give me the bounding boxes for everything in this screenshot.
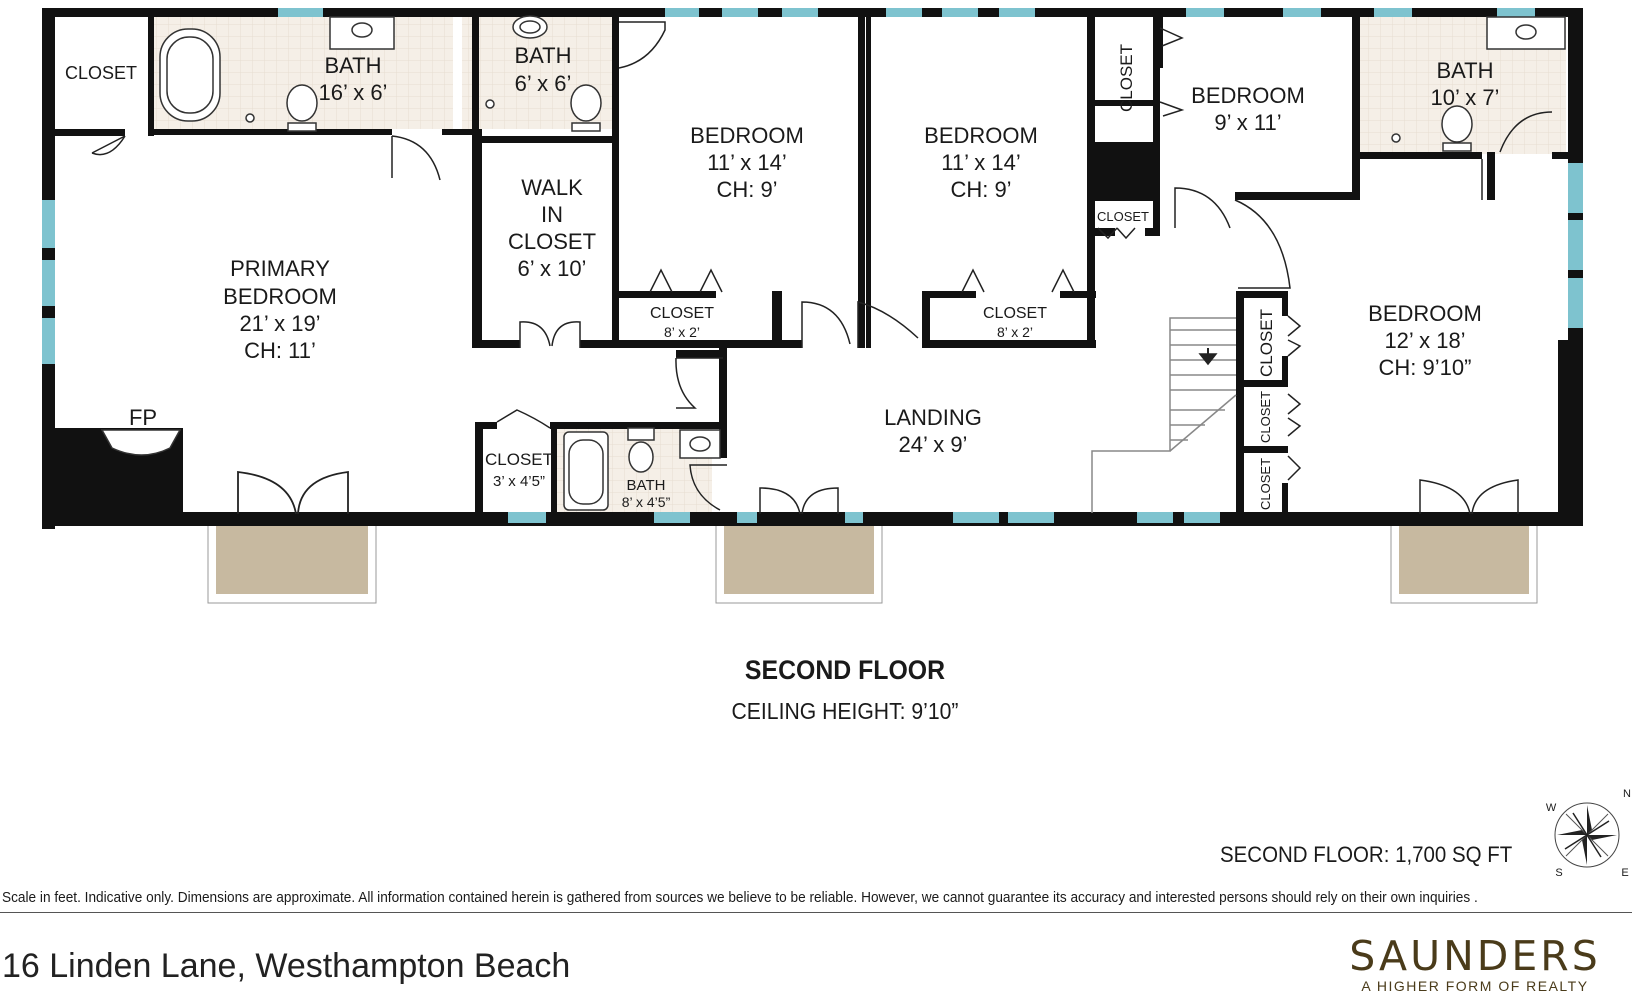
windows: [42, 8, 1583, 523]
toilet-icon: [287, 122, 317, 132]
label-primary-size: 21’ x 19’: [239, 311, 320, 336]
floor-title: SECOND FLOOR: [744, 655, 946, 685]
divider: [0, 912, 1632, 913]
label-bedroom-2-ch: CH: 9’: [716, 177, 777, 202]
label-closet-stair-2: CLOSET: [1258, 391, 1273, 443]
fireplace-opening: [100, 429, 182, 456]
toilet-icon: [628, 441, 654, 473]
label-closet-bed2-size: 8’ x 2’: [664, 324, 700, 340]
label-bath-east: BATH: [1436, 58, 1493, 83]
label-walk-in-3: CLOSET: [508, 229, 596, 254]
property-address: 16 Linden Lane, Westhampton Beach: [2, 947, 571, 985]
label-bath-east-size: 10’ x 7’: [1431, 85, 1500, 110]
label-primary-2: BEDROOM: [223, 284, 337, 309]
label-primary-1: PRIMARY: [230, 256, 330, 281]
brand-tagline: A HIGHER FORM OF REALTY: [1361, 978, 1589, 994]
label-bedroom-2-size: 11’ x 14’: [707, 150, 787, 175]
label-landing-size: 24’ x 9’: [899, 432, 968, 457]
label-bath-hall-size: 6’ x 6’: [515, 71, 572, 96]
label-bath-hall: BATH: [514, 43, 571, 68]
label-bath-primary: BATH: [324, 53, 381, 78]
ceiling-height-note: CEILING HEIGHT: 9’10”: [731, 698, 959, 724]
floor-plan: CLOSET BATH 16’ x 6’ BATH 6’ x 6’ WALK I…: [42, 8, 1631, 879]
label-closet-stair-3: CLOSET: [1258, 458, 1273, 510]
label-bedroom-5-ch: CH: 9’10”: [1379, 355, 1472, 380]
toilet-icon: [1442, 142, 1472, 152]
doors: [91, 21, 1553, 515]
room-labels: CLOSET BATH 16’ x 6’ BATH 6’ x 6’ WALK I…: [65, 43, 1499, 510]
label-closet-bed2: CLOSET: [650, 305, 714, 322]
label-bath-small-size: 8’ x 4’5”: [622, 494, 671, 510]
compass-w: W: [1546, 802, 1557, 814]
label-bedroom-4-size: 9’ x 11’: [1214, 110, 1281, 135]
brand-logo: SAUNDERS A HIGHER FORM OF REALTY: [1318, 934, 1632, 994]
brand-name: SAUNDERS: [1349, 932, 1601, 980]
label-bedroom-5: BEDROOM: [1368, 301, 1482, 326]
shower-head-icon: [245, 113, 255, 123]
balconies: [207, 519, 1538, 604]
label-closet-hall-size: 3’ x 4’5”: [493, 473, 545, 490]
label-walk-in-size: 6’ x 10’: [518, 256, 587, 281]
sink-icon: [1486, 16, 1566, 50]
staircase: [1091, 317, 1237, 513]
compass-s: S: [1555, 867, 1562, 879]
label-bedroom-3: BEDROOM: [924, 123, 1038, 148]
compass-e: E: [1621, 867, 1628, 879]
area-label: SECOND FLOOR: 1,700 SQ FT: [1220, 842, 1513, 867]
label-closet-bed3: CLOSET: [983, 305, 1047, 322]
label-bath-small: BATH: [627, 477, 666, 494]
label-bedroom-2: BEDROOM: [690, 123, 804, 148]
label-closet-bed3-size: 8’ x 2’: [997, 324, 1033, 340]
compass-n: N: [1623, 788, 1631, 800]
label-fireplace: FP: [129, 405, 157, 430]
label-bath-primary-size: 16’ x 6’: [319, 80, 388, 105]
label-bedroom-3-ch: CH: 9’: [950, 177, 1011, 202]
label-bedroom-5-size: 12’ x 18’: [1384, 328, 1465, 353]
label-closet-primary: CLOSET: [65, 63, 137, 83]
label-walk-in-1: WALK: [521, 175, 583, 200]
compass-icon: N E S W: [1546, 788, 1631, 879]
label-closet-vertical: CLOSET: [1117, 44, 1136, 112]
label-closet-hall: CLOSET: [485, 450, 553, 469]
toilet-icon: [571, 122, 601, 132]
disclaimer-text: Scale in feet. Indicative only. Dimensio…: [2, 890, 1478, 906]
label-closet-stair-1: CLOSET: [1257, 309, 1276, 377]
fixtures: [159, 15, 1566, 511]
label-landing: LANDING: [884, 405, 982, 430]
label-primary-ch: CH: 11’: [244, 338, 316, 363]
label-walk-in-2: IN: [541, 202, 563, 227]
label-closet-small: CLOSET: [1097, 209, 1149, 224]
label-bedroom-3-size: 11’ x 14’: [941, 150, 1021, 175]
label-bedroom-4: BEDROOM: [1191, 83, 1305, 108]
